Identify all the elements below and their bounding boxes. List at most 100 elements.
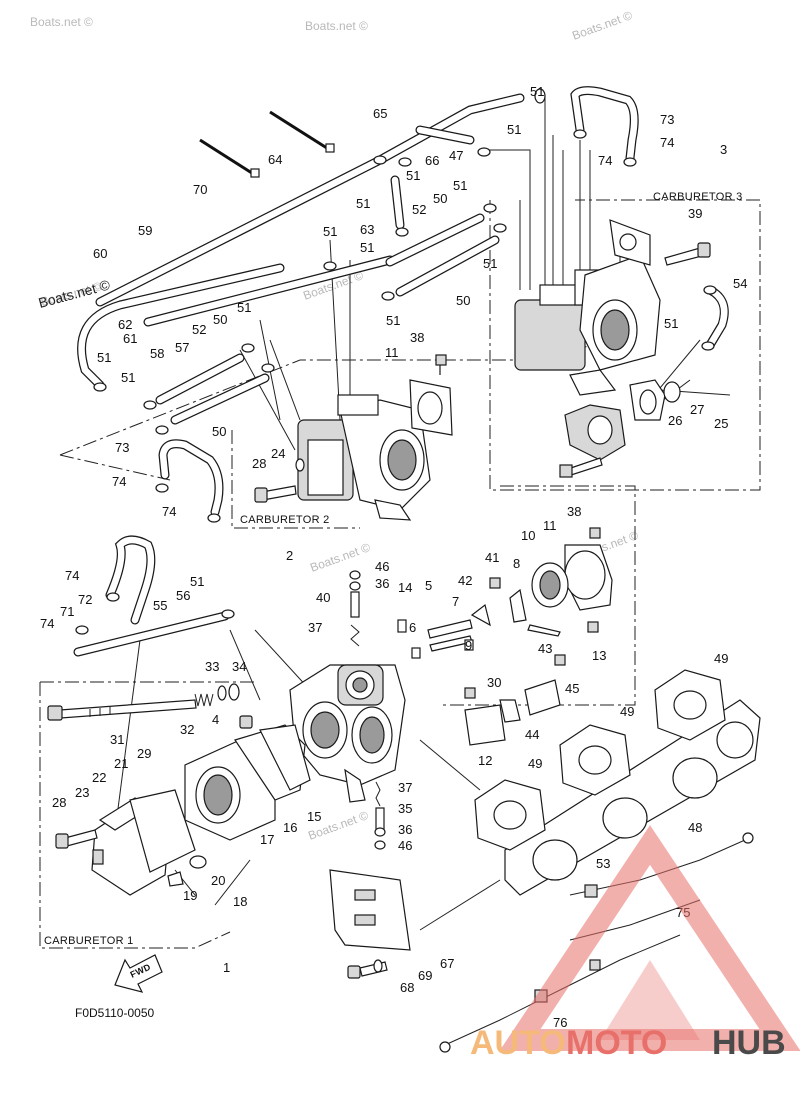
intake-manifold-48 [504,699,761,896]
callout: 56 [176,588,190,603]
watermark: Boats.net © [570,8,634,43]
carburetor1-outline [39,681,255,949]
bolt-28-carb2 [254,485,297,503]
callout: 22 [92,770,106,785]
hose-52-carb2 [155,353,270,425]
callout: 54 [733,276,747,291]
gaskets-49 [474,669,726,851]
callout: 50 [213,312,227,327]
callout: 11 [543,518,557,533]
callout: 51 [121,370,135,385]
hose-55 [73,611,230,657]
carburetor2-label: CARBURETOR 2 [240,514,330,526]
callout: 34 [232,659,246,674]
callout: 49 [528,756,542,771]
callout: 67 [440,956,454,971]
logo-auto: AUTO [470,1024,566,1062]
callout: 51 [453,178,467,193]
callout: 16 [283,820,297,835]
callout: 4 [212,712,219,727]
fuel-pump-cover-10-11 [531,527,613,633]
callout: 49 [714,651,728,666]
gasket-11-carb2 [409,379,453,436]
bolt-68 [347,959,388,979]
callout: 18 [233,894,247,909]
callout: 72 [78,592,92,607]
callout: 31 [110,732,124,747]
callout: 43 [538,641,552,656]
callout: 51 [190,574,204,589]
callout: 74 [660,135,674,150]
carburetor3-outline [489,199,761,491]
callout: 51 [530,84,544,99]
callout: 37 [398,780,412,795]
carburetor1-label: CARBURETOR 1 [44,935,134,947]
hose-63 [390,175,405,230]
needle-parts-40-46 [349,570,361,647]
callout: 71 [60,604,74,619]
hose-57 [143,255,395,327]
screw-31 [47,699,197,721]
callout: 60 [93,246,107,261]
logo-hub: HUB [712,1024,786,1062]
diaphragm-parts-25-27 [629,379,681,421]
callout: 42 [458,573,472,588]
callout: 11 [385,345,399,360]
carburetor-2-body [297,394,431,521]
hose-73-top [570,86,639,163]
gasket-19 [167,855,207,887]
hose-52-carb3 [385,213,500,297]
callout: 53 [596,856,610,871]
callout: 52 [412,202,426,217]
callout: 25 [714,416,728,431]
watermark: Boats.net © [308,540,372,575]
callout: 63 [360,222,374,237]
callout: 39 [688,206,702,221]
callout: 70 [193,182,207,197]
callout: 20 [211,873,225,888]
callout: 35 [398,801,412,816]
watermark: Boats.net © [305,19,368,33]
callout: 46 [375,559,389,574]
carburetor-1-body [289,664,406,803]
callout: 26 [668,413,682,428]
callout: 51 [507,122,521,137]
logo-moto: MOTO [566,1024,667,1062]
callout: 57 [175,340,189,355]
callout: 50 [212,424,226,439]
screw-4 [239,715,253,729]
callout: 51 [360,240,374,255]
carburetor3-label: CARBURETOR 3 [653,191,743,203]
callout: 51 [406,168,420,183]
fuel-pump-carb3 [559,404,626,478]
hose-clamps [75,88,717,635]
callout: 38 [567,504,581,519]
callout: 48 [688,820,702,835]
callout: 50 [456,293,470,308]
callout: 51 [664,316,678,331]
callout: 51 [483,256,497,271]
callout: 58 [150,346,164,361]
callout: 21 [114,756,128,771]
callout: 51 [237,300,251,315]
callout: 9 [465,638,472,653]
bolt-38-carb2 [435,354,447,375]
callout: 51 [323,224,337,239]
callout: 61 [123,331,137,346]
callout: 66 [425,153,439,168]
callout: 13 [592,648,606,663]
callout: 65 [373,106,387,121]
washer-33-34 [217,683,240,701]
callout: 62 [118,317,132,332]
callout: 64 [268,152,282,167]
cable-tie-64 [269,110,335,153]
callout: 28 [252,456,266,471]
callout: 45 [565,681,579,696]
diagram-code: F0D5110-0050 [75,1006,154,1020]
callout: 8 [513,556,520,571]
fuel-hose-59 [95,93,525,307]
callout: 15 [307,809,321,824]
callout: 29 [137,746,151,761]
hose-73-mid [158,439,224,517]
